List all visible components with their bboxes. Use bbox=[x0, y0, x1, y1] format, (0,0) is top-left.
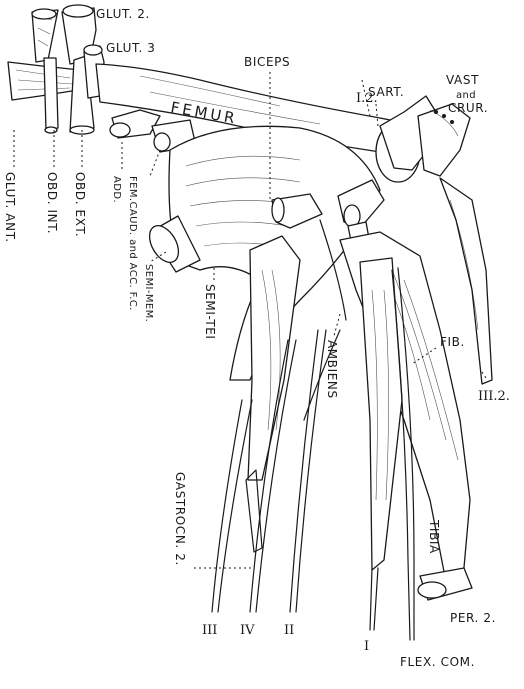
label-flex-com: FLEX. COM. bbox=[400, 655, 475, 669]
label-iii2: III.2. bbox=[478, 389, 510, 404]
label-obd-ext: OBD. EXT. bbox=[73, 172, 87, 237]
label-tendon-i: I bbox=[364, 639, 369, 654]
label-add: ADD. bbox=[111, 176, 122, 203]
label-glut3: GLUT. 3 bbox=[106, 41, 156, 55]
label-semi-tei: SEMI-TEI bbox=[203, 284, 217, 340]
label-semi-mem: SEMI-MEM. bbox=[143, 264, 154, 322]
label-tendon-iv: IV bbox=[240, 623, 255, 638]
label-fem-caud: FEM.CAUD. and ACC. F.C. bbox=[127, 176, 138, 311]
label-gastrocn2: GASTROCN. 2. bbox=[173, 472, 187, 566]
label-crur: CRUR. bbox=[448, 101, 488, 115]
label-tendon-iii: III bbox=[202, 623, 217, 638]
label-obd-int: OBD. INT. bbox=[45, 172, 59, 234]
label-tendon-ii: II bbox=[284, 623, 294, 638]
label-tibia: TIBIA bbox=[427, 519, 441, 554]
label-per2: PER. 2. bbox=[450, 611, 496, 625]
label-i2: I.2. bbox=[356, 91, 378, 106]
label-glut2: GLUT. 2. bbox=[96, 7, 150, 21]
label-ambiens: AMBIENS bbox=[325, 340, 339, 399]
gluteal-muscle-stubs bbox=[8, 5, 104, 134]
label-biceps: BICEPS bbox=[244, 55, 290, 69]
label-glut-ant: GLUT. ANT. bbox=[3, 172, 17, 243]
label-vast-and: and bbox=[456, 90, 476, 101]
label-vast: VAST bbox=[446, 73, 479, 87]
label-fib: FIB. bbox=[440, 335, 465, 349]
